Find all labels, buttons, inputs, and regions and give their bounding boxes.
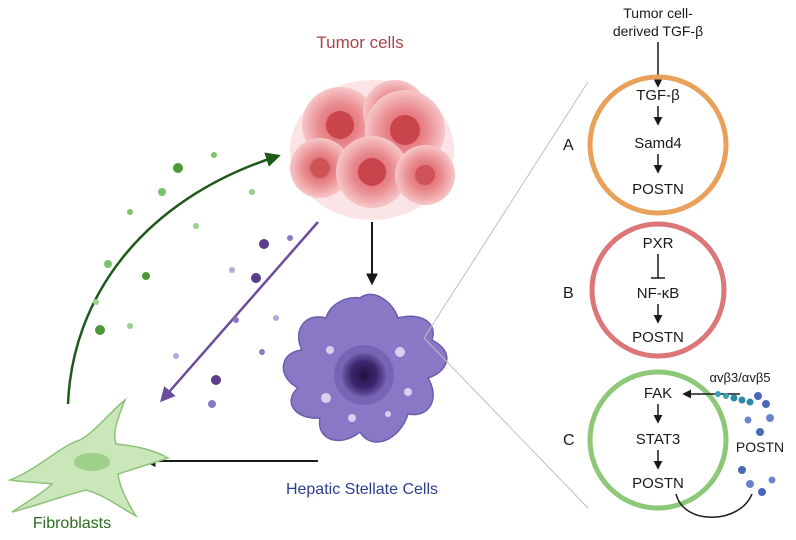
- pathway-b-node-1: PXR: [643, 235, 674, 252]
- tumor-nucleus: [358, 158, 386, 186]
- stellate-vesicle: [395, 347, 405, 357]
- particle-dot: [173, 163, 183, 173]
- stellate-vesicle: [326, 346, 334, 354]
- purple-secreted-particles: [173, 235, 293, 408]
- stellate-nucleus: [342, 353, 386, 397]
- particle-dot: [95, 325, 105, 335]
- postn-dot: [768, 476, 776, 484]
- particle-dot: [233, 317, 239, 323]
- particle-dot: [211, 375, 221, 385]
- postn-secretion-loop: [675, 493, 753, 518]
- integrin-label: αvβ3/αvβ5: [709, 370, 770, 385]
- hepatic-stellate-cell: [282, 293, 448, 443]
- zoom-line-bottom: [423, 337, 589, 509]
- tumor-cells-label: Tumor cells: [316, 33, 403, 52]
- receptor-bead: [730, 394, 738, 402]
- fibroblasts-label: Fibroblasts: [33, 515, 111, 532]
- fibroblast-to-tumor-arrow: [66, 152, 281, 405]
- tumor-nucleus: [390, 115, 420, 145]
- tumor-nucleus: [326, 111, 354, 139]
- stellate-label: Hepatic Stellate Cells: [286, 481, 438, 498]
- pathway-a-node-3: POSTN: [632, 181, 684, 198]
- pathway-c: C FAK STAT3 POSTN: [563, 369, 729, 511]
- pathway-a-node-2: Samd4: [634, 135, 682, 152]
- integrin-receptor: [715, 391, 754, 406]
- postn-dot: [738, 466, 746, 474]
- pathway-b-node-2: NF-κB: [637, 285, 680, 302]
- postn-extracellular-particles: [738, 392, 776, 496]
- pathway-a-letter: A: [563, 137, 574, 154]
- green-secreted-particles: [93, 152, 255, 335]
- pathway-b-letter: B: [563, 285, 574, 302]
- receptor-bead: [723, 393, 729, 399]
- particle-dot: [259, 349, 265, 355]
- tgf-source-line1: Tumor cell-: [623, 5, 693, 21]
- stellate-vesicle: [321, 393, 331, 403]
- tumor-cells-cluster: [290, 80, 455, 220]
- particle-dot: [142, 272, 150, 280]
- pathway-c-node-3: POSTN: [632, 475, 684, 492]
- particle-dot: [208, 400, 216, 408]
- tumor-to-fibroblast-arrow: [160, 221, 319, 403]
- particle-dot: [287, 235, 293, 241]
- tumor-nucleus: [310, 158, 330, 178]
- receptor-bead: [715, 391, 721, 397]
- tgf-source-line2: derived TGF-β: [613, 23, 703, 39]
- postn-dot: [758, 488, 766, 496]
- pathway-a-node-1: TGF-β: [636, 87, 680, 104]
- particle-dot: [127, 209, 133, 215]
- receptor-bead: [738, 396, 746, 404]
- pathway-b-ring: [589, 221, 727, 359]
- particle-dot: [249, 189, 255, 195]
- pathway-c-ring: [587, 369, 729, 511]
- particle-dot: [193, 223, 199, 229]
- postn-dot: [754, 392, 762, 400]
- receptor-bead: [746, 398, 754, 406]
- pathway-a-ring: [587, 74, 729, 216]
- particle-dot: [93, 299, 99, 305]
- postn-dot: [744, 416, 752, 424]
- stellate-vesicle: [348, 414, 356, 422]
- stellate-vesicle: [404, 388, 412, 396]
- postn-dot: [766, 414, 774, 422]
- postn-dot: [756, 428, 764, 436]
- particle-dot: [273, 315, 279, 321]
- particle-dot: [173, 353, 179, 359]
- zoom-line-top: [423, 81, 589, 339]
- fibroblast-cell: [7, 397, 170, 519]
- particle-dot: [251, 273, 261, 283]
- stellate-vesicle: [385, 411, 391, 417]
- particle-dot: [211, 152, 217, 158]
- postn-dot: [762, 400, 770, 408]
- pathway-c-node-2: STAT3: [636, 431, 680, 448]
- fibroblast-nucleus: [74, 453, 110, 471]
- particle-dot: [104, 260, 112, 268]
- postn-dot: [746, 480, 754, 488]
- pathway-c-node-1: FAK: [644, 385, 672, 402]
- pathway-c-letter: C: [563, 432, 575, 449]
- particle-dot: [158, 188, 166, 196]
- pathway-b-node-3: POSTN: [632, 329, 684, 346]
- pathway-a: A TGF-β Samd4 POSTN: [563, 74, 729, 216]
- particle-dot: [127, 323, 133, 329]
- pathway-b: B PXR NF-κB POSTN: [563, 221, 727, 359]
- tumor-nucleus: [415, 165, 435, 185]
- particle-dot: [259, 239, 269, 249]
- particle-dot: [229, 267, 235, 273]
- postn-extracellular-label: POSTN: [736, 439, 784, 455]
